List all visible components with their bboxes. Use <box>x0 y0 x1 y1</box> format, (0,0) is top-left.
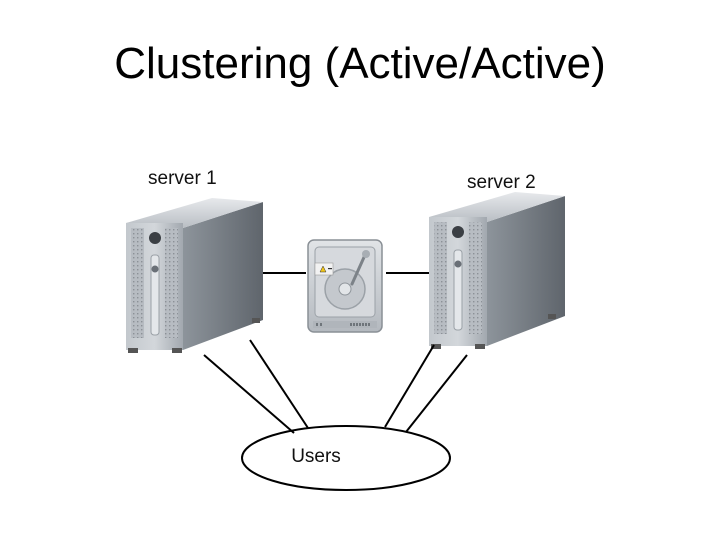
user-link-server2-b <box>405 354 468 433</box>
user-link-server2-a <box>384 344 435 428</box>
user-link-server1-a <box>203 354 295 434</box>
server-2-icon <box>429 192 565 349</box>
server-1-icon <box>126 198 263 353</box>
users-ellipse <box>241 425 451 491</box>
server-2-label: server 2 <box>467 172 536 193</box>
user-link-server1-b <box>249 339 309 429</box>
hard-drive-icon <box>307 239 383 333</box>
users-label: Users <box>291 446 341 467</box>
slide-title: Clustering (Active/Active) <box>114 39 606 88</box>
server-1-label: server 1 <box>148 168 217 189</box>
